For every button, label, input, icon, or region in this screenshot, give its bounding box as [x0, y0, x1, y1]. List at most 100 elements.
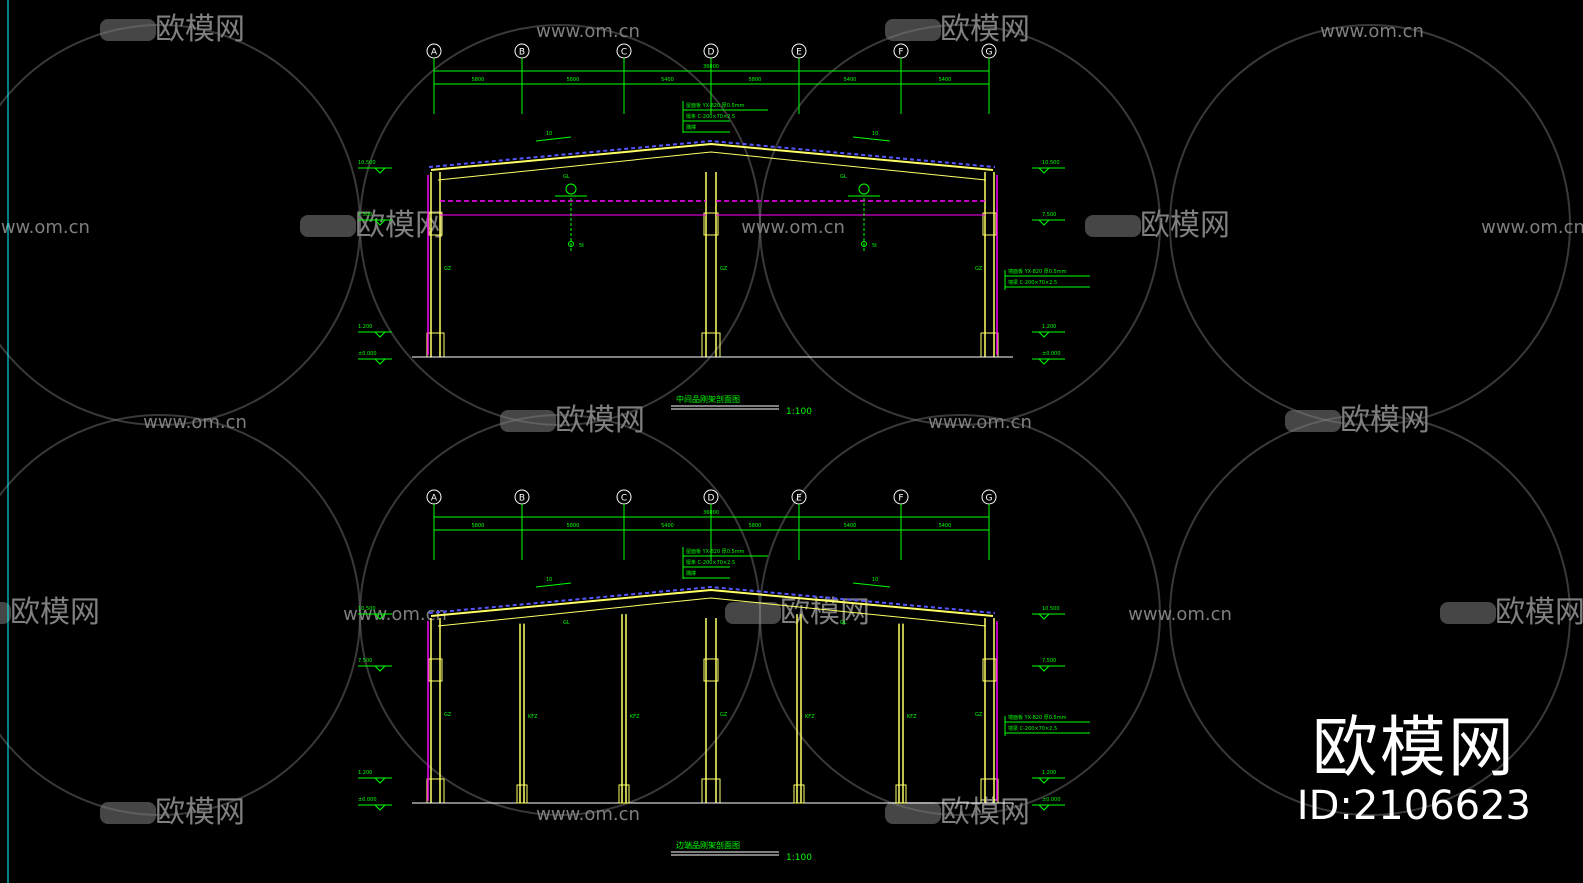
dimension-bay: 5800 — [472, 523, 485, 529]
slope-arrow — [535, 136, 572, 142]
slope-arrow — [852, 136, 891, 142]
elevation-symbol — [1037, 804, 1051, 811]
axis-label: F — [898, 48, 903, 58]
watermark-brand: 欧模网 — [10, 595, 100, 630]
column-base — [701, 332, 721, 358]
wind-column-label: KFZ — [528, 714, 538, 720]
elevation-symbol — [1037, 777, 1051, 784]
elevation-symbol — [1037, 613, 1051, 620]
column-base — [426, 778, 445, 804]
axis-label: B — [519, 48, 525, 58]
watermark-brand: 欧模网 — [155, 795, 245, 830]
column-bracket — [703, 212, 719, 236]
dimension-total: 36000 — [703, 510, 719, 516]
axis-label: E — [796, 494, 802, 504]
model-id: ID:2106623 — [1296, 783, 1531, 829]
elevation-label: 10.500 — [1042, 160, 1060, 166]
beam-label: GL — [563, 174, 570, 180]
beam-label: GL — [840, 174, 847, 180]
wall-note: 墙面板 YX-820 厚0.5mm — [1008, 714, 1067, 721]
column-bracket — [703, 658, 719, 682]
slope-label: 10 — [872, 577, 878, 583]
elevation-symbol — [1037, 167, 1051, 174]
column-base — [426, 332, 445, 358]
dimension-bay: 5400 — [939, 523, 952, 529]
elevation-symbol — [1037, 219, 1051, 226]
watermark-circle — [1169, 24, 1571, 426]
elevation-label: 1.200 — [1042, 324, 1056, 330]
dimension-bay: 5800 — [567, 77, 580, 83]
crane-capacity: 5t — [579, 243, 584, 249]
roof-note: 隅撑 — [686, 570, 696, 577]
watermark-site: www.om.cn — [536, 21, 640, 42]
roof-note: 屋面板 YX-820 厚0.5mm — [686, 102, 745, 109]
axis-label: G — [986, 48, 993, 58]
watermark-site: www.om.cn — [536, 804, 640, 825]
watermark-logo — [1440, 602, 1496, 624]
dimension-bay: 5400 — [844, 77, 857, 83]
watermark-circle — [0, 414, 361, 816]
watermark-brand: 欧模网 — [1495, 595, 1583, 630]
watermark-site: www.om.cn — [0, 217, 90, 238]
watermark-brand: 欧模网 — [1140, 208, 1230, 243]
elevation-label: 7.500 — [1042, 658, 1056, 664]
watermark-logo — [100, 19, 156, 41]
watermark-circle — [359, 24, 761, 426]
roof-rafter-top — [430, 588, 994, 617]
elevation-symbol — [1037, 331, 1051, 338]
wind-column-base — [793, 784, 805, 804]
watermark-brand: 欧模网 — [1340, 403, 1430, 438]
elevation-symbol — [373, 613, 387, 620]
elevation-label: ±0.000 — [1042, 351, 1061, 357]
slope-label: 10 — [872, 131, 878, 137]
column-label: GZ — [444, 266, 452, 272]
dimension-bay: 5800 — [472, 77, 485, 83]
wind-column-label: KFZ — [907, 714, 917, 720]
dimension-bay: 5400 — [939, 77, 952, 83]
elevation-label: 10.500 — [1042, 606, 1060, 612]
roof-note: 屋面板 YX-820 厚0.5mm — [686, 548, 745, 555]
wall-note: 墙梁 C-200×70×2.5 — [1008, 279, 1057, 286]
elevation-symbol — [373, 358, 387, 365]
elevation-symbol — [373, 665, 387, 672]
elevation-label: 10.500 — [358, 606, 376, 612]
elevation-label: ±0.000 — [358, 351, 377, 357]
axis-label: C — [621, 48, 627, 58]
elevation-label: 1.200 — [1042, 770, 1056, 776]
watermark-logo — [500, 410, 556, 432]
column-base — [980, 332, 999, 358]
column-bracket — [982, 212, 997, 236]
column-label: GZ — [975, 712, 983, 718]
elevation-symbol — [373, 219, 387, 226]
slope-label: 10 — [546, 577, 552, 583]
watermark-logo — [1085, 215, 1141, 237]
slope-label: 10 — [546, 131, 552, 137]
dimension-bay: 5800 — [567, 523, 580, 529]
elevation-label: 7.500 — [358, 658, 372, 664]
crane-hook-symbol — [858, 183, 870, 195]
roof-rafter-bottom — [437, 151, 987, 181]
section-title: 边端品刚架剖面图 — [676, 840, 740, 850]
crane-hook-symbol — [565, 183, 577, 195]
slope-arrow — [535, 582, 572, 588]
wind-column-base — [618, 784, 630, 804]
wind-column-base — [895, 784, 907, 804]
column-label: GZ — [975, 266, 983, 272]
elevation-label: 10.500 — [358, 160, 376, 166]
column-base — [701, 778, 721, 804]
watermark-site: www.om.cn — [741, 217, 845, 238]
brand-name: 欧模网 — [1311, 709, 1516, 786]
axis-label: A — [431, 48, 438, 58]
elevation-symbol — [1037, 358, 1051, 365]
axis-label: B — [519, 494, 525, 504]
crane-capacity: 5t — [872, 243, 877, 249]
watermark-logo — [300, 215, 356, 237]
section-scale: 1:100 — [786, 407, 812, 417]
roof-note: 檩条 C-200×70×2.5 — [686, 559, 735, 566]
watermark-circle — [1169, 414, 1571, 816]
watermark-site: www.om.cn — [143, 412, 247, 433]
axis-label: C — [621, 494, 627, 504]
wind-column-label: KFZ — [805, 714, 815, 720]
